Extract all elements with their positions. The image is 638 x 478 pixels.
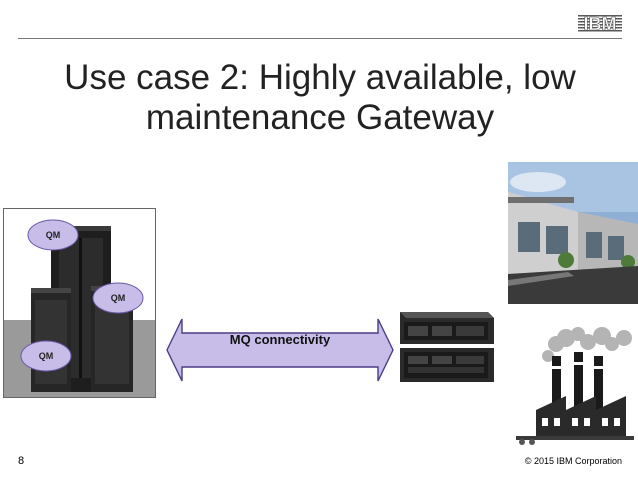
qm-label: QM	[39, 351, 54, 361]
connectivity-label: MQ connectivity	[229, 332, 331, 347]
appliance-unit-bottom	[400, 348, 494, 382]
queue-manager-bubble: QM	[92, 282, 144, 314]
header-rule	[18, 38, 622, 39]
ibm-logo: IBM	[578, 14, 622, 33]
appliance-unit-top	[400, 312, 494, 344]
title-line-2: maintenance Gateway	[145, 98, 495, 137]
qm-label: QM	[46, 230, 61, 240]
queue-manager-bubble: QM	[27, 219, 79, 251]
slide-title: Use case 2: Highly available, low mainte…	[40, 58, 600, 138]
copyright-notice: © 2015 IBM Corporation	[524, 456, 622, 466]
connectivity-arrow	[166, 318, 394, 382]
page-number: 8	[18, 455, 25, 467]
server-rack-left	[31, 288, 71, 392]
gateway-appliance-image	[400, 312, 494, 382]
datacenter-image: QM QM QM	[3, 208, 156, 398]
office-building-image	[508, 162, 638, 304]
queue-manager-bubble: QM	[20, 340, 72, 372]
ibm-logo-text: IBM	[584, 14, 617, 33]
qm-label: QM	[111, 293, 126, 303]
factory-image	[516, 327, 634, 445]
title-line-1: Use case 2: Highly available, low	[64, 58, 576, 97]
